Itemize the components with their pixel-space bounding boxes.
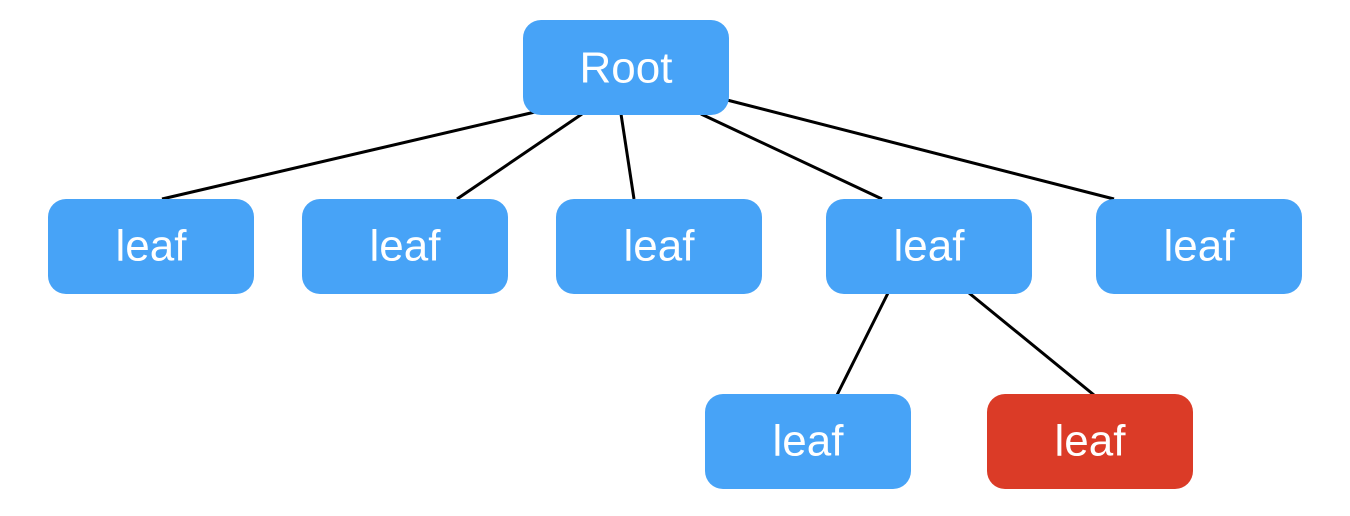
nodes-layer: Root leaf leaf leaf leaf leaf leaf [48, 20, 1302, 489]
node-leaf-7-highlighted[interactable]: leaf [987, 394, 1193, 489]
node-leaf-7-label: leaf [1055, 417, 1127, 466]
node-leaf-3-box [556, 199, 762, 294]
node-leaf-1[interactable]: leaf [48, 199, 254, 294]
node-leaf-4[interactable]: leaf [826, 199, 1032, 294]
edge-root-to-leaf-5 [726, 98, 1115, 201]
node-leaf-5-box [1096, 199, 1302, 294]
edge-leaf-4-to-leaf-6 [835, 292, 890, 396]
node-leaf-2-label: leaf [370, 222, 442, 271]
node-leaf-5[interactable]: leaf [1096, 199, 1302, 294]
edge-root-to-leaf-3 [619, 113, 636, 200]
node-leaf-6-label: leaf [773, 417, 845, 466]
edge-leaf-4-to-leaf-7 [968, 291, 1095, 397]
node-leaf-5-label: leaf [1164, 222, 1236, 271]
node-leaf-7-box [987, 394, 1193, 489]
node-leaf-2-box [302, 199, 508, 294]
node-leaf-3[interactable]: leaf [556, 199, 762, 294]
edge-root-to-leaf-1 [161, 110, 536, 201]
edge-root-to-leaf-2 [456, 112, 583, 201]
node-leaf-1-box [48, 199, 254, 294]
node-leaf-4-box [826, 199, 1032, 294]
node-leaf-1-label: leaf [116, 222, 188, 271]
node-leaf-6[interactable]: leaf [705, 394, 911, 489]
node-leaf-3-label: leaf [624, 222, 696, 271]
node-root[interactable]: Root [523, 20, 729, 115]
node-leaf-6-box [705, 394, 911, 489]
node-root-label: Root [580, 44, 673, 93]
node-root-box [523, 20, 729, 115]
edge-root-to-leaf-4 [700, 112, 883, 201]
node-leaf-2[interactable]: leaf [302, 199, 508, 294]
edges-layer [161, 98, 1115, 397]
node-leaf-4-label: leaf [894, 222, 966, 271]
